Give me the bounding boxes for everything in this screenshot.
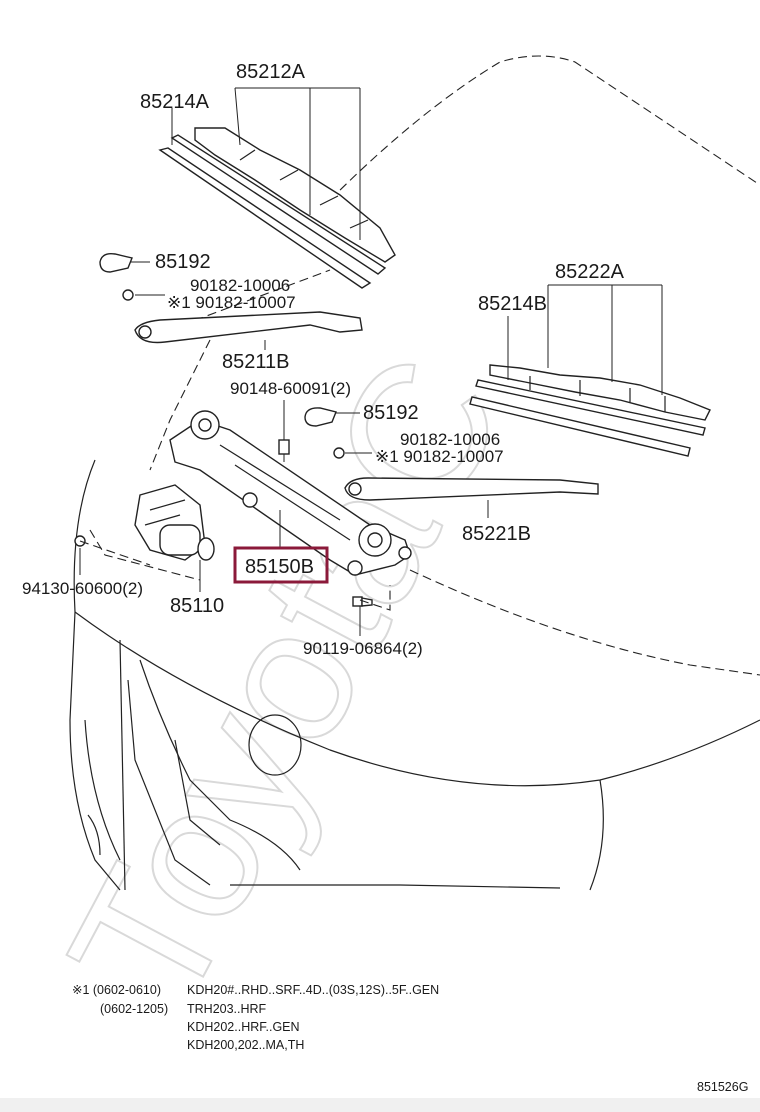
rear-wiper-blade — [469, 364, 711, 457]
nut-mid — [333, 447, 345, 459]
wiper-linkage — [169, 410, 412, 576]
footer-band — [0, 1098, 760, 1112]
note-text: KDH20#..RHD..SRF..4D..(03S,12S)..5F..GEN — [187, 983, 439, 997]
label-90148[interactable]: 90148-60091(2) — [230, 379, 351, 398]
mount-ref-left — [79, 540, 151, 566]
highlight-box — [233, 546, 329, 584]
nut-top — [122, 289, 134, 301]
label-90182-10006-top[interactable]: 90182-10006 — [190, 276, 290, 295]
mount-ref-right — [359, 585, 391, 611]
vehicle-outline — [69, 55, 760, 891]
front-wiper-arm — [134, 311, 363, 344]
label-85150B[interactable]: 85150B — [245, 556, 314, 578]
label-85214A[interactable]: 85214A — [140, 91, 210, 113]
label-90119[interactable]: 90119-06864(2) — [303, 639, 423, 658]
pivot-cap-mid — [304, 407, 337, 427]
label-90182-10006-mid[interactable]: 90182-10006 — [400, 430, 500, 449]
note-ref: (0602-1205) — [100, 1002, 168, 1016]
label-85212A[interactable]: 85212A — [236, 61, 306, 83]
front-wiper-blade — [158, 127, 396, 289]
label-85214B[interactable]: 85214B — [478, 293, 547, 315]
leader-lines — [79, 87, 663, 636]
label-85192-top[interactable]: 85192 — [155, 251, 211, 273]
note-ref: ※1 (0602-0610) — [72, 983, 161, 997]
mount-ref-left-2 — [89, 529, 201, 581]
diagram-code: 851526G — [697, 1080, 748, 1094]
note-text: KDH200,202..MA,TH — [187, 1038, 304, 1052]
label-90182-10007-mid[interactable]: ※1 90182-10007 — [375, 447, 504, 466]
rear-wiper-arm — [344, 477, 599, 501]
note-text: KDH202..HRF..GEN — [187, 1020, 300, 1034]
applicability-notes: ※1 (0602-0610) KDH20#..RHD..SRF..4D..(03… — [72, 983, 439, 1052]
wiper-motor — [134, 484, 215, 561]
label-85211B[interactable]: 85211B — [222, 351, 289, 373]
label-85221B[interactable]: 85221B — [462, 523, 531, 545]
label-85192-mid[interactable]: 85192 — [363, 402, 419, 424]
label-85222A[interactable]: 85222A — [555, 261, 625, 283]
label-85110[interactable]: 85110 — [170, 595, 224, 617]
pivot-cap-top — [99, 252, 133, 273]
note-text: TRH203..HRF — [187, 1002, 267, 1016]
label-90182-10007-top[interactable]: ※1 90182-10007 — [167, 293, 296, 312]
label-94130[interactable]: 94130-60600(2) — [22, 579, 143, 598]
